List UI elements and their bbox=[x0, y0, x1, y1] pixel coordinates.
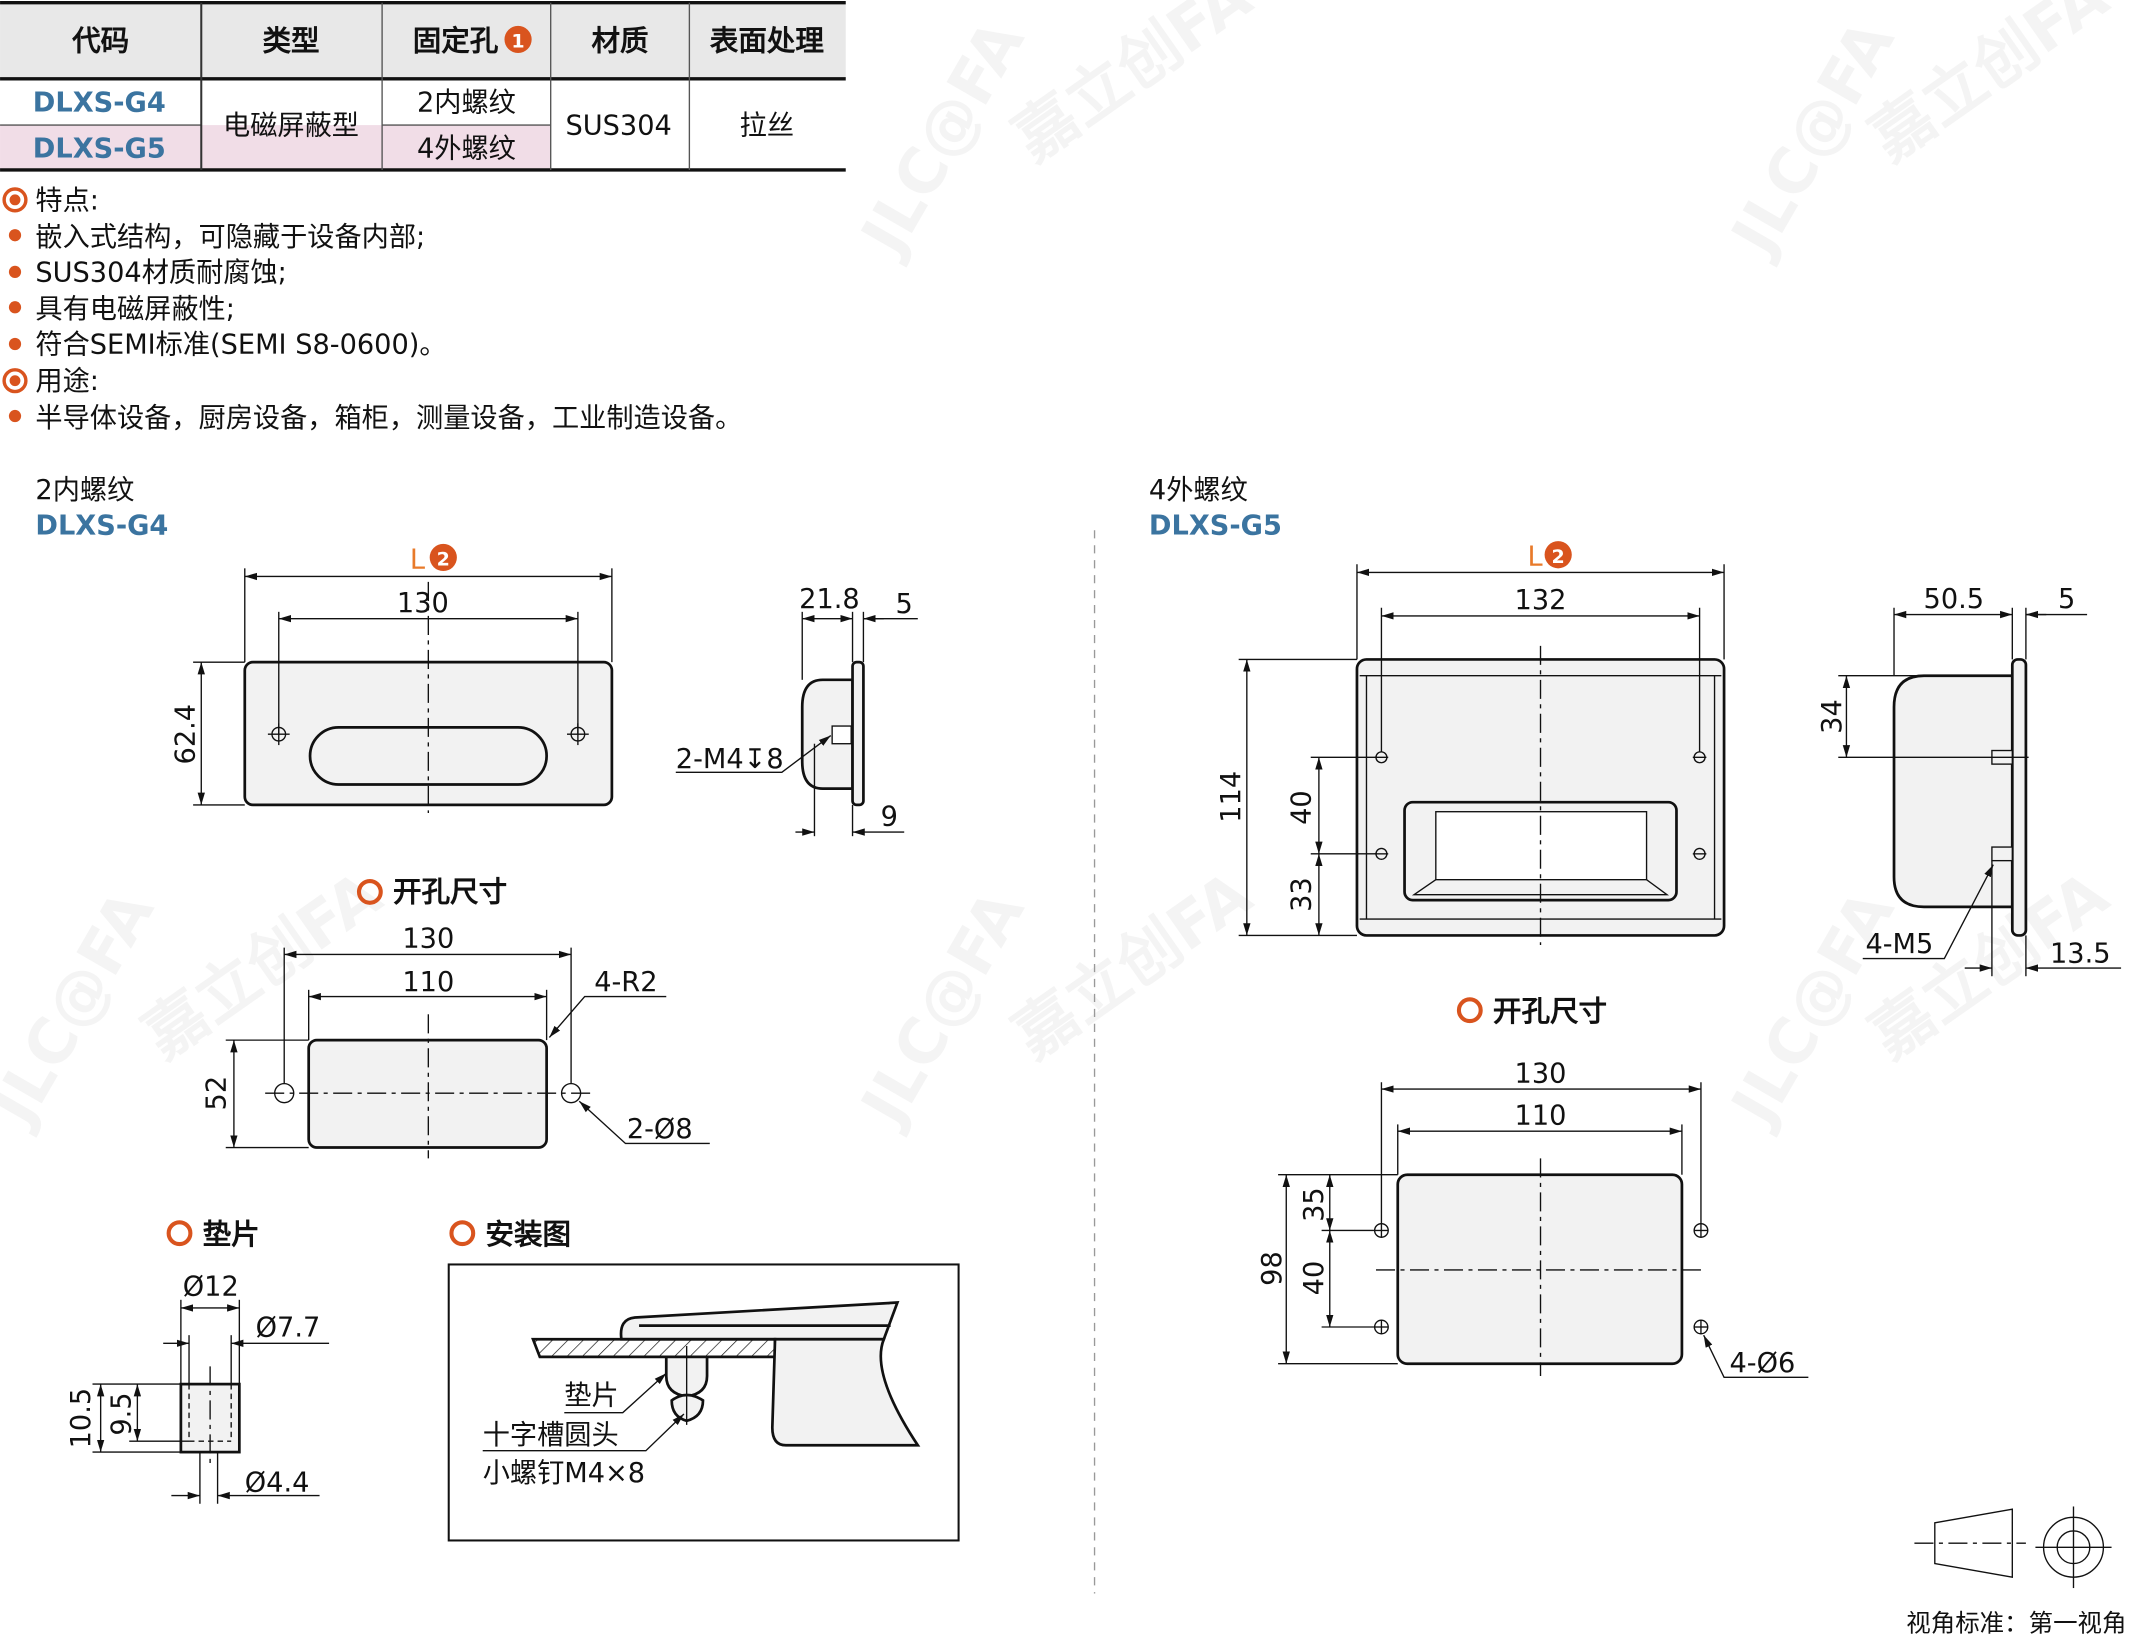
section-ring-icon bbox=[1456, 997, 1483, 1024]
svg-text:L: L bbox=[1527, 542, 1542, 573]
row-type: 电磁屏蔽型 bbox=[223, 111, 359, 142]
svg-text:2: 2 bbox=[437, 549, 450, 571]
row-material: SUS304 bbox=[566, 111, 672, 142]
view-standard-label: 视角标准：第一视角 bbox=[1906, 1609, 2126, 1637]
mount-hole-icon bbox=[1693, 1319, 1709, 1335]
svg-text:52: 52 bbox=[202, 1076, 233, 1111]
svg-text:35: 35 bbox=[1299, 1187, 1330, 1222]
header-code: 代码 bbox=[71, 23, 129, 57]
svg-text:Ø7.7: Ø7.7 bbox=[256, 1313, 321, 1344]
svg-text:4-R2: 4-R2 bbox=[594, 967, 657, 998]
bullet-icon bbox=[8, 337, 22, 351]
g5-cutout-title: 开孔尺寸 bbox=[1493, 994, 1607, 1028]
usage-title: 用途: bbox=[35, 366, 99, 397]
svg-text:JLC@FA: JLC@FA bbox=[845, 8, 1038, 270]
feature-item: 嵌入式结构，可隐藏于设备内部; bbox=[35, 222, 425, 253]
svg-text:110: 110 bbox=[402, 967, 454, 998]
row-finish: 拉丝 bbox=[740, 111, 794, 142]
svg-text:130: 130 bbox=[1515, 1058, 1567, 1089]
header-material: 材质 bbox=[591, 23, 648, 57]
svg-text:33: 33 bbox=[1287, 877, 1318, 912]
stud-icon bbox=[1692, 847, 1707, 860]
svg-text:Ø4.4: Ø4.4 bbox=[245, 1468, 310, 1499]
svg-text:13.5: 13.5 bbox=[2050, 939, 2111, 970]
svg-text:114: 114 bbox=[1216, 771, 1247, 823]
bullet-icon bbox=[8, 265, 22, 279]
svg-text:34: 34 bbox=[1817, 699, 1848, 734]
svg-text:40: 40 bbox=[1287, 790, 1318, 825]
mount-hole-icon bbox=[1693, 1222, 1709, 1238]
svg-text:Ø12: Ø12 bbox=[183, 1272, 239, 1303]
mount-hole-icon bbox=[274, 1082, 295, 1104]
g5-title: 4外螺纹 bbox=[1149, 475, 1248, 506]
svg-text:垫片: 垫片 bbox=[564, 1381, 618, 1412]
g5-drawing: 4外螺纹 DLXS-G5 L 2 132 114 40 33 bbox=[1149, 475, 2122, 1379]
header-hole: 固定孔 bbox=[413, 23, 499, 57]
svg-text:130: 130 bbox=[397, 588, 449, 619]
svg-text:10.5: 10.5 bbox=[66, 1388, 97, 1449]
note-badge-1 bbox=[504, 25, 532, 54]
svg-text:50.5: 50.5 bbox=[1924, 584, 1985, 615]
svg-text:62.4: 62.4 bbox=[170, 704, 201, 765]
section-ring-icon bbox=[166, 1220, 193, 1247]
svg-text:2: 2 bbox=[1552, 546, 1565, 568]
feature-item: SUS304材质耐腐蚀; bbox=[35, 257, 286, 288]
svg-text:98: 98 bbox=[1257, 1251, 1288, 1286]
first-angle-projection-icon bbox=[1914, 1506, 2112, 1589]
mount-hole-icon bbox=[1373, 1319, 1389, 1335]
svg-text:十字槽圆头: 十字槽圆头 bbox=[483, 1420, 619, 1451]
svg-text:小螺钉M4×8: 小螺钉M4×8 bbox=[483, 1458, 645, 1489]
install-title: 安装图 bbox=[485, 1217, 571, 1251]
note-badge-1-text: 1 bbox=[511, 31, 524, 53]
svg-text:嘉立创FA: 嘉立创FA bbox=[1000, 857, 1265, 1073]
features-title: 特点: bbox=[35, 185, 99, 216]
mount-hole-icon bbox=[560, 1082, 582, 1104]
svg-text:嘉立创FA: 嘉立创FA bbox=[1857, 0, 2122, 175]
svg-text:9: 9 bbox=[881, 801, 898, 832]
section-ring-icon bbox=[356, 879, 383, 905]
washer-title: 垫片 bbox=[203, 1217, 260, 1251]
section-ring-icon bbox=[2, 368, 28, 394]
spec-table: 代码 类型 固定孔 1 材质 表面处理 DLXS-G4 DLXS-G5 电磁屏蔽… bbox=[0, 1, 846, 172]
svg-text:5: 5 bbox=[2058, 584, 2075, 615]
usage-item: 半导体设备，厨房设备，箱柜，测量设备，工业制造设备。 bbox=[35, 403, 742, 434]
feature-item: 具有电磁屏蔽性; bbox=[35, 294, 234, 325]
header-finish: 表面处理 bbox=[710, 23, 825, 57]
features-list: 特点: 嵌入式结构，可隐藏于设备内部; SUS304材质耐腐蚀; 具有电磁屏蔽性… bbox=[2, 185, 742, 434]
svg-text:21.8: 21.8 bbox=[799, 584, 860, 615]
svg-text:4-M5: 4-M5 bbox=[1865, 929, 1933, 960]
mount-hole-icon bbox=[1373, 1222, 1389, 1238]
g4-title: 2内螺纹 bbox=[35, 475, 134, 506]
svg-text:5: 5 bbox=[896, 589, 913, 620]
g5-code: DLXS-G5 bbox=[1149, 510, 1282, 541]
header-type: 类型 bbox=[262, 23, 319, 57]
bullet-icon bbox=[8, 301, 22, 314]
row-code: DLXS-G5 bbox=[33, 134, 166, 165]
svg-text:110: 110 bbox=[1515, 1100, 1567, 1131]
svg-text:130: 130 bbox=[402, 924, 454, 955]
svg-text:9.5: 9.5 bbox=[107, 1392, 138, 1435]
bullet-icon bbox=[8, 409, 22, 423]
svg-text:嘉立创FA: 嘉立创FA bbox=[1000, 0, 1265, 175]
svg-text:2-M4↧8: 2-M4↧8 bbox=[676, 744, 784, 775]
section-ring-icon bbox=[2, 187, 28, 213]
svg-text:2-Ø8: 2-Ø8 bbox=[627, 1114, 693, 1145]
svg-text:4-Ø6: 4-Ø6 bbox=[1730, 1348, 1796, 1379]
row-hole: 2内螺纹 bbox=[417, 87, 516, 118]
svg-text:40: 40 bbox=[1299, 1261, 1330, 1296]
svg-text:132: 132 bbox=[1515, 585, 1567, 616]
svg-text:L: L bbox=[410, 544, 425, 575]
row-code: DLXS-G4 bbox=[33, 87, 166, 118]
row-hole: 4外螺纹 bbox=[417, 134, 516, 165]
section-ring-icon bbox=[449, 1220, 476, 1247]
g4-code: DLXS-G4 bbox=[35, 510, 168, 541]
bullet-icon bbox=[8, 229, 22, 242]
g4-cutout-title: 开孔尺寸 bbox=[393, 874, 507, 908]
g4-drawing: 2内螺纹 DLXS-G4 L 2 130 62.4 21.8 5 9 2- bbox=[35, 475, 960, 1542]
feature-item: 符合SEMI标准(SEMI S8-0600)。 bbox=[35, 330, 446, 361]
